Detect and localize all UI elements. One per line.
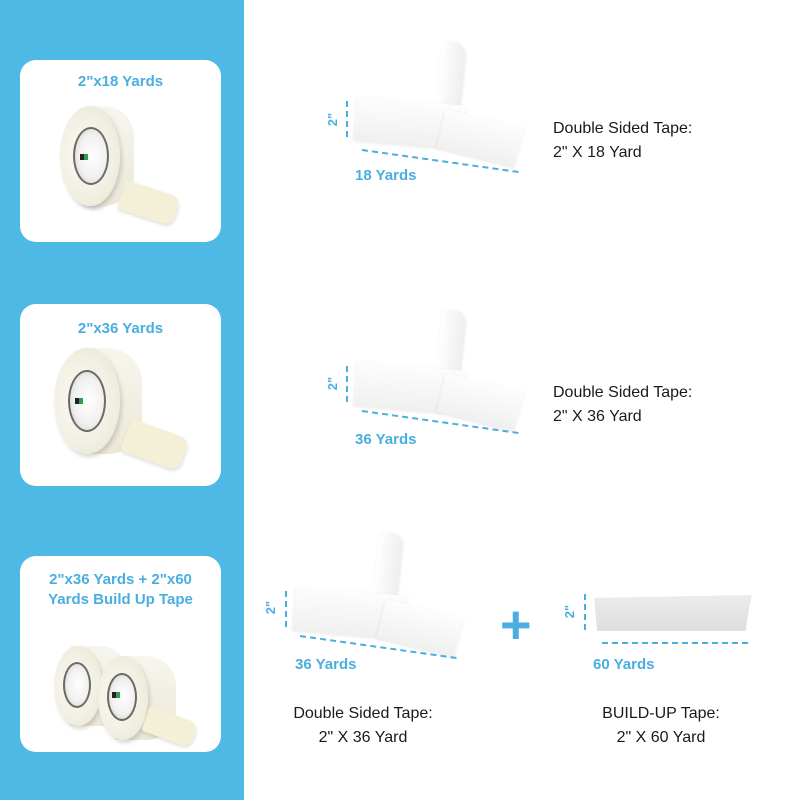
option-card-bundle[interactable]: 2"x36 Yards + 2"x60 Yards Build Up Tape [20,556,221,752]
option-description: Double Sided Tape: 2" X 36 Yard [553,384,693,425]
buildup-description: BUILD-UP Tape: 2" X 60 Yard [602,705,720,746]
brand-logo-icon [80,154,88,160]
width-dimension-line [584,594,586,630]
option-description: Double Sided Tape: 2" X 36 Yard [293,705,433,746]
card-title: 2"x18 Yards [77,73,164,90]
card-title: 2"x36 Yards [77,320,164,337]
option-description: Double Sided Tape: 2" X 18 Yard [553,120,693,161]
width-label: 2" [562,604,578,619]
brand-logo-icon [112,692,120,698]
length-label: 36 Yards [355,431,417,448]
brand-logo-icon [75,398,83,404]
width-dimension-line [346,366,348,402]
length-label: 60 Yards [593,656,655,673]
length-label: 18 Yards [355,167,417,184]
width-dimension-line [346,101,348,137]
width-label: 2" [263,600,279,615]
width-label: 2" [325,376,341,391]
width-label: 2" [325,112,341,127]
width-dimension-line [285,591,287,627]
card-title-line2: Yards Build Up Tape [48,591,193,608]
card-title-line1: 2"x36 Yards + 2"x60 [49,571,192,588]
plus-icon: + [500,595,532,655]
length-dimension-line [602,642,748,644]
option-card-36-yards[interactable]: 2"x36 Yards [20,304,221,486]
option-card-18-yards[interactable]: 2"x18 Yards [20,60,221,242]
length-label: 36 Yards [295,656,357,673]
